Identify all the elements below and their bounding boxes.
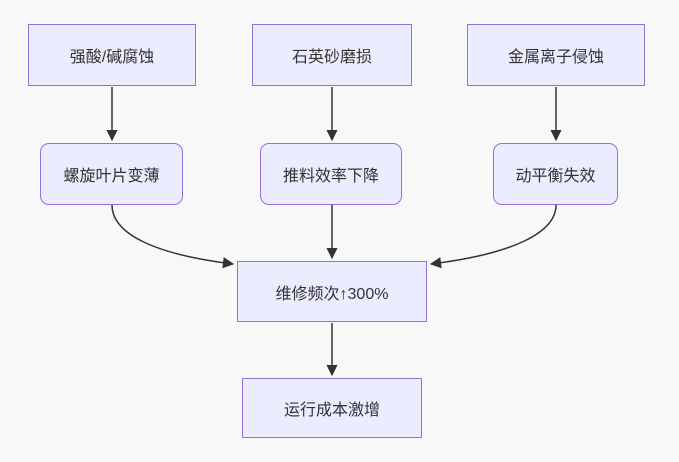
node-quartz-abrasion: 石英砂磨损 bbox=[252, 24, 412, 86]
node-blade-thinning: 螺旋叶片变薄 bbox=[40, 143, 183, 205]
node-quartz-abrasion-label: 石英砂磨损 bbox=[291, 49, 372, 66]
node-acid-corrosion: 强酸/碱腐蚀 bbox=[28, 24, 196, 86]
node-repair-frequency: 维修频次↑300% bbox=[237, 261, 427, 322]
edge-balance-to-repair bbox=[429, 204, 557, 269]
node-pushing-efficiency-label: 推料效率下降 bbox=[282, 168, 379, 185]
node-balance-failure-label: 动平衡失效 bbox=[515, 168, 596, 185]
node-operating-cost-label: 运行成本激增 bbox=[283, 402, 380, 419]
node-metal-ion-erosion-label: 金属离子侵蚀 bbox=[507, 49, 604, 66]
node-repair-frequency-label: 维修频次↑300% bbox=[275, 285, 389, 303]
node-balance-failure: 动平衡失效 bbox=[493, 143, 618, 205]
node-metal-ion-erosion: 金属离子侵蚀 bbox=[467, 24, 645, 86]
node-blade-thinning-label: 螺旋叶片变薄 bbox=[63, 168, 160, 185]
node-operating-cost: 运行成本激增 bbox=[242, 378, 422, 438]
node-pushing-efficiency: 推料效率下降 bbox=[260, 143, 402, 205]
node-acid-corrosion-label: 强酸/碱腐蚀 bbox=[69, 49, 155, 66]
edge-blade-to-repair bbox=[111, 204, 235, 269]
